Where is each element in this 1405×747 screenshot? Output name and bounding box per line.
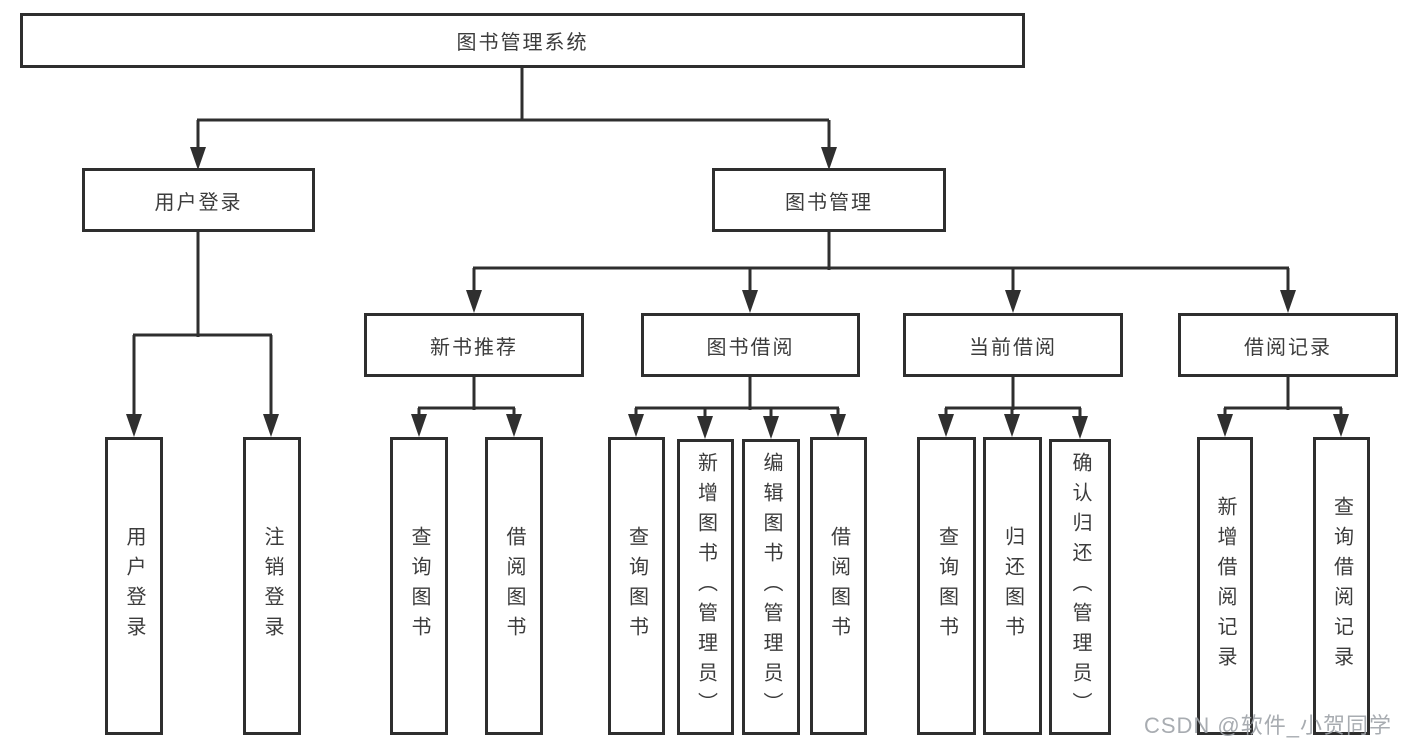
node-leaf-user-login: 用户登录 [105, 437, 163, 735]
node-book-borrowing: 图书借阅 [641, 313, 860, 377]
node-leaf-query-borrow-record: 查询借阅记录 [1313, 437, 1370, 735]
node-leaf-return-books: 归还图书 [983, 437, 1042, 735]
node-system-root: 图书管理系统 [20, 13, 1025, 68]
node-leaf-add-books-admin: 新增图书（管理员） [677, 439, 734, 735]
csdn-watermark: CSDN @软件_小贺同学 [1143, 713, 1392, 738]
node-user-login: 用户登录 [82, 168, 315, 232]
node-leaf-edit-books-admin: 编辑图书（管理员） [742, 439, 800, 735]
node-leaf-borrow-books-2: 借阅图书 [810, 437, 867, 735]
node-leaf-query-books: 查询图书 [390, 437, 448, 735]
node-leaf-borrow-books: 借阅图书 [485, 437, 543, 735]
node-leaf-confirm-return-admin: 确认归还（管理员） [1049, 439, 1111, 735]
node-leaf-query-books-3: 查询图书 [917, 437, 976, 735]
node-leaf-add-borrow-record: 新增借阅记录 [1197, 437, 1253, 735]
node-borrow-records: 借阅记录 [1178, 313, 1398, 377]
node-leaf-logout: 注销登录 [243, 437, 301, 735]
node-new-book-recommend: 新书推荐 [364, 313, 584, 377]
node-leaf-query-books-2: 查询图书 [608, 437, 665, 735]
node-book-management: 图书管理 [712, 168, 946, 232]
node-current-borrowing: 当前借阅 [903, 313, 1123, 377]
